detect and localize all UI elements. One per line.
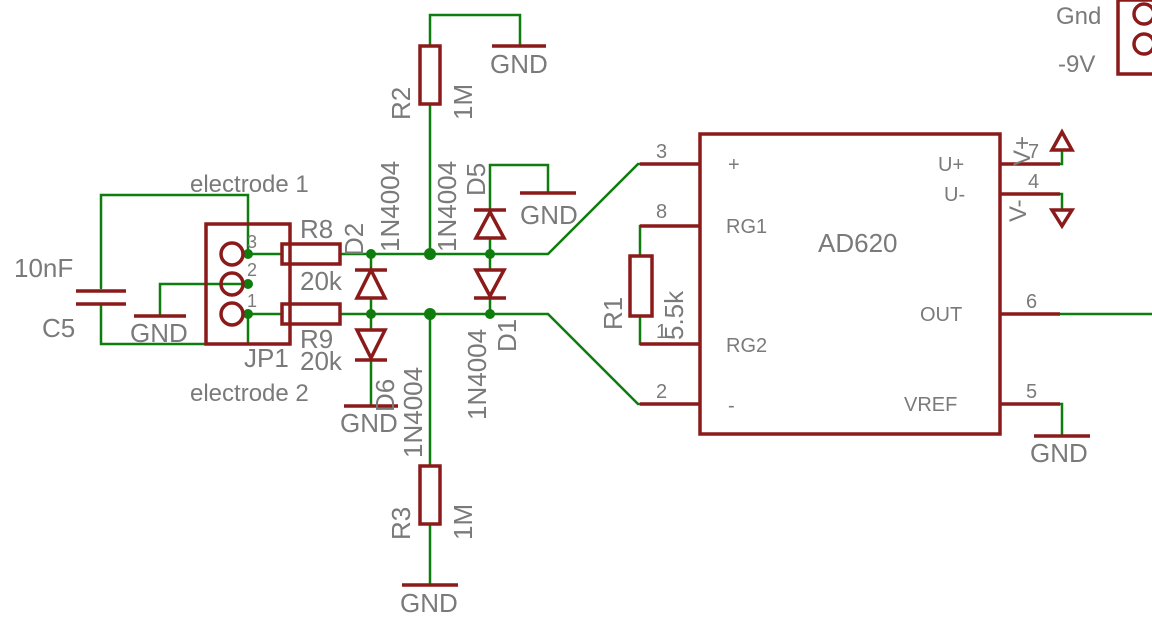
r2-resistor (418, 44, 442, 106)
vminus-label: V- (1005, 199, 1032, 222)
d6-gnd-label: GND (340, 408, 398, 438)
conn-gnd-label: Gnd (1056, 3, 1101, 30)
ic-vref-label: VREF (904, 394, 957, 416)
d1-name-label: D1 (492, 319, 522, 352)
electrode2-label: electrode 2 (190, 380, 309, 407)
ic-rg2-label: RG2 (726, 335, 767, 357)
jp1-pin2-label: 2 (247, 260, 257, 280)
ic-pin2-label: 2 (656, 381, 667, 403)
ad620-body (698, 132, 1002, 436)
d5-name-label: D5 (461, 163, 491, 196)
ic-uplus-label: U+ (938, 154, 964, 176)
ic-pin6-label: 6 (1026, 291, 1037, 313)
d1-diode (473, 268, 507, 300)
jp1-name-label: JP1 (244, 343, 289, 373)
jp1-pin3-label: 3 (247, 232, 257, 252)
ic-out-label: OUT (920, 304, 962, 326)
r2-name-label: R2 (386, 87, 416, 120)
c5-name-label: C5 (42, 313, 75, 343)
d2-type-label: 1N4004 (375, 161, 405, 252)
r8-value-label: 20k (300, 266, 343, 296)
ic-pin8-label: 8 (656, 201, 667, 223)
d5-diode (473, 208, 507, 240)
ic-uminus-label: U- (944, 184, 965, 206)
r9-name-label: R9 (300, 324, 333, 354)
d6-name-label: D6 (370, 379, 400, 412)
ic-pin5-label: 5 (1026, 381, 1037, 403)
vminus-arrow-icon (1048, 208, 1076, 230)
d2-diode (354, 266, 388, 300)
junctions (243, 248, 495, 320)
ic-pin7-label: 7 (1028, 141, 1039, 163)
d5-gnd-label: GND (520, 200, 578, 230)
r1-value-label: 5.5k (659, 290, 689, 340)
ic-pin1-label: 1 (656, 321, 667, 343)
conn-neg9-label: -9V (1058, 51, 1095, 78)
ic-name-label: AD620 (818, 228, 898, 258)
gnd-vref-label: GND (1030, 438, 1088, 468)
parts (76, 0, 1152, 587)
ic-pin3-label: 3 (656, 141, 667, 163)
jp1-connector (204, 222, 292, 346)
jp1-pin2 (219, 271, 245, 297)
r1-resistor (628, 254, 654, 318)
gnd-top-label: GND (490, 49, 548, 79)
r3-resistor (418, 464, 442, 526)
r1-name-label: R1 (598, 297, 628, 330)
power-connector (1116, 0, 1152, 76)
d6-diode (354, 328, 388, 362)
gnd-bottom-label: GND (400, 588, 458, 618)
c5-value-label: 10nF (14, 253, 73, 283)
electrode1-label: electrode 1 (190, 171, 309, 198)
r3-value-label: 1M (448, 504, 478, 540)
labels: GND R2 1M D5 1N4004 GND D2 1N4004 electr… (14, 3, 1101, 618)
ic-minus-label: - (728, 395, 735, 417)
d5-type-label: 1N4004 (432, 161, 462, 252)
r8-resistor (280, 242, 342, 266)
r9-value-label: 20k (300, 346, 343, 376)
jp1-pin1 (219, 301, 245, 327)
c5-gnd-label: GND (130, 318, 188, 348)
d2-name-label: D2 (339, 223, 369, 256)
r9-resistor (280, 302, 342, 326)
r8-name-label: R8 (300, 214, 333, 244)
jp1-pin3 (219, 241, 245, 267)
vplus-label: V+ (1009, 136, 1036, 166)
ic-rg1-label: RG1 (726, 216, 767, 238)
r3-name-label: R3 (386, 507, 416, 540)
vplus-arrow-icon (1049, 128, 1075, 152)
d6-type-label: 1N4004 (398, 367, 428, 458)
ic-plus-label: + (728, 154, 740, 176)
r2-value-label: 1M (448, 84, 478, 120)
ic-pin4-label: 4 (1028, 171, 1039, 193)
d1-type-label: 1N4004 (462, 329, 492, 420)
jp1-pin1-label: 1 (247, 291, 257, 311)
